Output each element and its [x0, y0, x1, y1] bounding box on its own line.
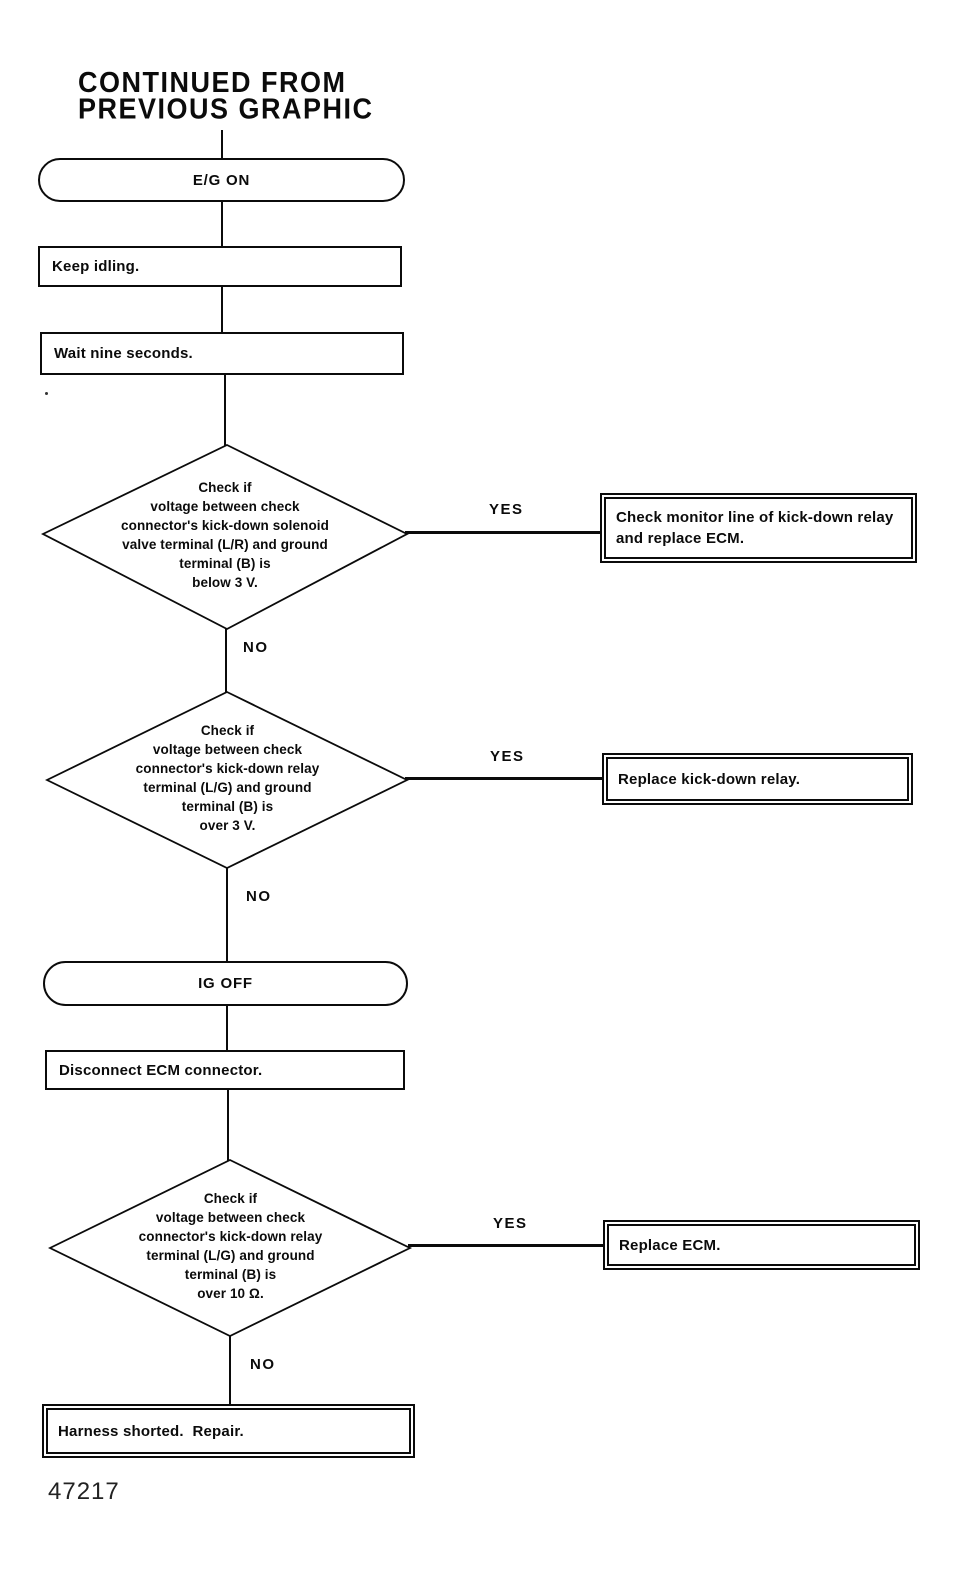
decision3-line1: Check if	[203, 1191, 258, 1206]
decision2-line4: terminal (L/G) and ground	[143, 780, 312, 795]
decision2-line6: over 3 V.	[199, 818, 256, 833]
result-replace-kickdown-relay-label: Replace kick-down relay.	[606, 757, 909, 801]
connector-start-to-keepidling	[221, 200, 223, 248]
result-harness-shorted: Harness shorted. Repair.	[42, 1404, 415, 1458]
decision3-line5: terminal (B) is	[184, 1267, 277, 1282]
page-title-line2: PREVIOUS GRAPHIC	[78, 93, 374, 125]
terminal-eg-on-label: E/G ON	[192, 171, 251, 189]
decision3-line3: connector's kick-down relay	[138, 1229, 323, 1244]
connector-decision2-no	[226, 866, 228, 963]
connector-wait-to-decision1	[224, 374, 226, 446]
decision2-text: Check if voltage between check connector…	[75, 700, 380, 856]
process-wait-nine-seconds: Wait nine seconds.	[40, 332, 404, 375]
decision2-diamond	[45, 690, 410, 870]
decision3-line6: over 10 Ω.	[197, 1286, 264, 1301]
decision1-line5: terminal (B) is	[179, 556, 271, 571]
decision2-line2: voltage between check	[152, 742, 303, 757]
decision2-no-label: NO	[246, 888, 272, 905]
process-keep-idling-label: Keep idling.	[52, 258, 140, 275]
decision2-line1: Check if	[200, 723, 255, 738]
connector-igoff-to-disconnect	[226, 1005, 228, 1052]
decision2-line3: connector's kick-down relay	[135, 761, 320, 776]
connector-keepidling-to-wait	[221, 285, 223, 334]
result-check-monitor-line: Check monitor line of kick-down relay an…	[600, 493, 917, 563]
connector-disconnect-to-decision3	[227, 1089, 229, 1161]
decision3-line2: voltage between check	[155, 1210, 306, 1225]
result-harness-shorted-label: Harness shorted. Repair.	[46, 1408, 411, 1454]
scan-artifact-dot	[45, 392, 48, 395]
decision2-yes-label: YES	[490, 748, 525, 765]
figure-number: 47217	[48, 1478, 120, 1505]
decision1-no-label: NO	[243, 639, 269, 656]
connector-decision3-yes	[408, 1244, 605, 1247]
page-title-line1: CONTINUED FROM	[78, 66, 347, 99]
connector-decision2-yes	[405, 777, 604, 780]
page-title: CONTINUED FROM PREVIOUS GRAPHIC	[78, 66, 374, 125]
result-replace-ecm-label: Replace ECM.	[607, 1224, 916, 1266]
decision1-line4: valve terminal (L/R) and ground	[122, 537, 328, 552]
decision3-line4: terminal (L/G) and ground	[146, 1248, 315, 1263]
terminal-ig-off-label: IG OFF	[198, 975, 253, 992]
process-keep-idling: Keep idling.	[38, 246, 402, 287]
decision1-diamond	[40, 443, 409, 631]
decision3-no-label: NO	[250, 1356, 276, 1373]
decision2-line5: terminal (B) is	[181, 799, 274, 814]
result-replace-kickdown-relay: Replace kick-down relay.	[602, 753, 913, 805]
decision1-line3: connector's kick-down solenoid	[121, 518, 329, 533]
decision1-line2: voltage between check	[150, 499, 300, 514]
process-wait-nine-seconds-label: Wait nine seconds.	[54, 345, 193, 362]
terminal-ig-off: IG OFF	[43, 961, 408, 1006]
connector-decision3-no	[229, 1335, 231, 1406]
result-replace-ecm: Replace ECM.	[603, 1220, 920, 1270]
process-disconnect-ecm: Disconnect ECM connector.	[45, 1050, 405, 1090]
decision3-text: Check if voltage between check connector…	[78, 1168, 383, 1324]
result-check-monitor-line-label: Check monitor line of kick-down relay an…	[604, 497, 913, 559]
decision1-yes-label: YES	[489, 501, 524, 518]
decision1-line1: Check if	[198, 480, 252, 495]
decision3-diamond	[48, 1158, 413, 1338]
process-disconnect-ecm-label: Disconnect ECM connector.	[59, 1061, 263, 1079]
terminal-eg-on: E/G ON	[38, 158, 405, 202]
connector-decision1-no	[225, 626, 227, 693]
decision1-text: Check if voltage between check connector…	[70, 455, 380, 615]
connector-decision1-yes	[405, 531, 602, 534]
decision3-yes-label: YES	[493, 1215, 528, 1232]
connector-title-to-start	[221, 130, 223, 159]
decision1-line6: below 3 V.	[192, 575, 258, 590]
